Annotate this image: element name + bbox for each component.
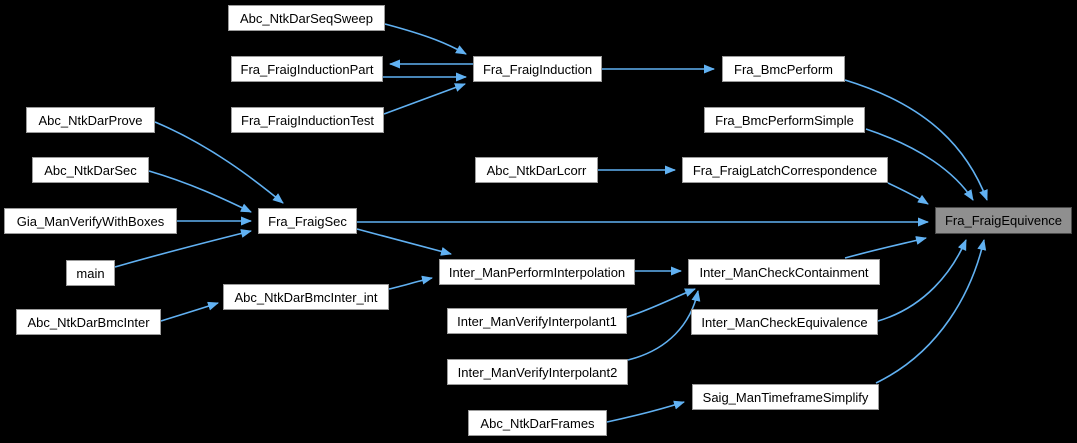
node-fra-fraigsec[interactable]: Fra_FraigSec <box>258 208 357 234</box>
edge-seqsweep-induction <box>384 23 467 55</box>
edge-bmcperformsimple-equivence <box>865 128 974 201</box>
node-fra-fraiglatchcorrespondence[interactable]: Fra_FraigLatchCorrespondence <box>682 157 888 183</box>
edge-inductiontest-induction <box>383 83 466 115</box>
node-inter-manperforminterpolation[interactable]: Inter_ManPerformInterpolation <box>439 259 635 285</box>
node-inter-mancheckcontainment[interactable]: Inter_ManCheckContainment <box>688 259 880 285</box>
edge-main-fraigsec <box>114 229 252 268</box>
edge-prove-fraigsec <box>154 121 284 204</box>
node-fra-fraiginductiontest[interactable]: Fra_FraigInductionTest <box>231 107 384 133</box>
node-abc-ntkdarsec[interactable]: Abc_NtkDarSec <box>32 157 149 183</box>
node-abc-ntkdarframes[interactable]: Abc_NtkDarFrames <box>468 410 607 436</box>
node-abc-ntkdarseqsweep[interactable]: Abc_NtkDarSeqSweep <box>228 5 385 31</box>
node-fra-bmcperformsimple[interactable]: Fra_BmcPerformSimple <box>704 107 865 133</box>
edge-sec-fraigsec <box>148 170 252 213</box>
edge-latchcorrespondence-equivence <box>887 182 929 205</box>
node-inter-manverifyinterpolant1[interactable]: Inter_ManVerifyInterpolant1 <box>447 308 627 334</box>
node-abc-ntkdarprove[interactable]: Abc_NtkDarProve <box>26 107 155 133</box>
node-saig-mantimeframesimplify[interactable]: Saig_ManTimeframeSimplify <box>692 384 879 410</box>
node-fra-fraiginductionpart[interactable]: Fra_FraigInductionPart <box>231 56 383 82</box>
edge-frames-timeframesimplify <box>606 400 685 423</box>
edge-checkequivalence-equivence <box>877 239 967 322</box>
node-abc-ntkdarbmcinter-int[interactable]: Abc_NtkDarBmcInter_int <box>223 284 389 310</box>
node-fra-bmcperform[interactable]: Fra_BmcPerform <box>722 56 845 82</box>
edge-fraigsec-interpolation <box>356 228 452 256</box>
edge-bmcperform-equivence <box>844 79 988 201</box>
edge-bmcinter-bmcinterint <box>160 301 219 322</box>
node-main[interactable]: main <box>66 260 115 286</box>
node-abc-ntkdarbmcinter[interactable]: Abc_NtkDarBmcInter <box>16 309 161 335</box>
node-inter-manverifyinterpolant2[interactable]: Inter_ManVerifyInterpolant2 <box>447 359 628 385</box>
edge-bmcinterint-interpolation <box>388 275 433 290</box>
node-fra-fraiginduction[interactable]: Fra_FraigInduction <box>473 56 602 82</box>
edge-timeframesimplify-equivence <box>875 239 987 384</box>
node-gia-manverifywithboxes[interactable]: Gia_ManVerifyWithBoxes <box>4 208 177 234</box>
edge-containment-equivence <box>844 236 927 259</box>
node-inter-mancheckequivalence[interactable]: Inter_ManCheckEquivalence <box>691 309 878 335</box>
edge-interpolant2-containment <box>627 290 701 361</box>
edge-interpolant1-containment <box>626 288 696 318</box>
node-fra-fraigequivence: Fra_FraigEquivence <box>935 207 1072 234</box>
node-abc-ntkdarlcorr[interactable]: Abc_NtkDarLcorr <box>475 157 598 183</box>
